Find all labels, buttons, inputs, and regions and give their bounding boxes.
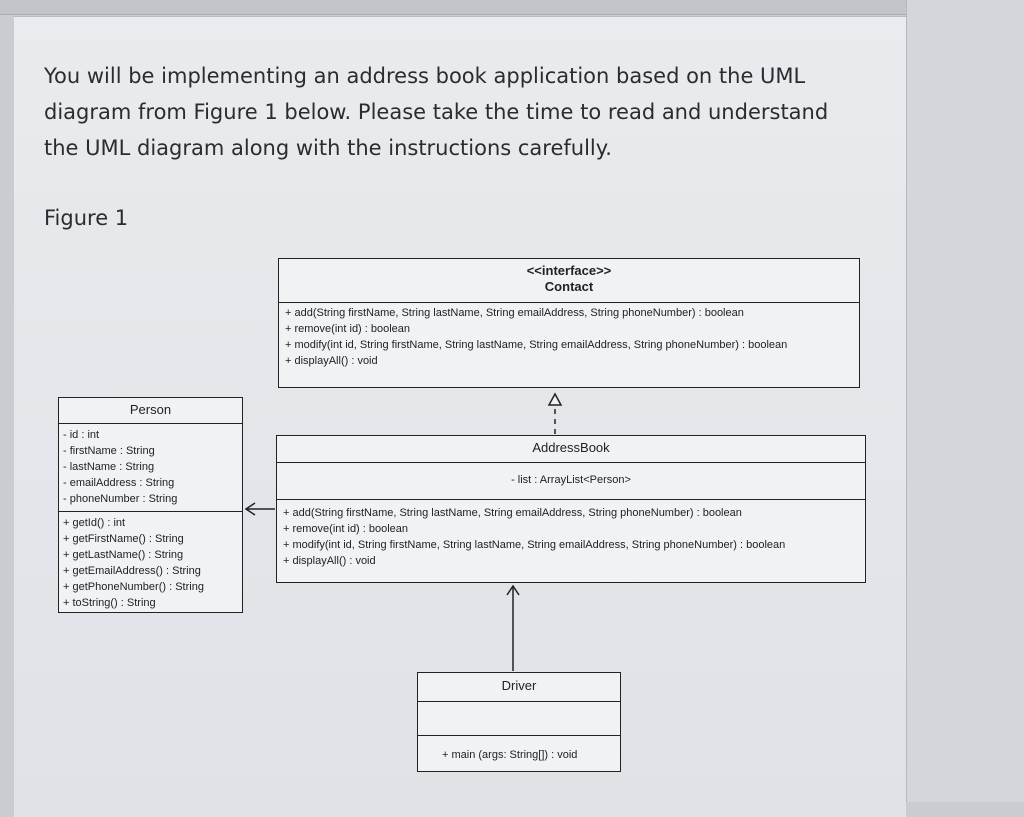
person-operation: + getEmailAddress() : String	[63, 565, 201, 577]
addressbook-attribute: - list : ArrayList<Person>	[511, 474, 631, 486]
addressbook-operations: + add(String firstName, String lastName,…	[277, 499, 865, 574]
contact-header: <<interface>> Contact	[279, 259, 859, 302]
instructions-text: You will be implementing an address book…	[44, 58, 884, 166]
person-attribute: - lastName : String	[63, 461, 155, 473]
driver-operations: + main (args: String[]) : void	[418, 735, 620, 763]
driver-class-box: Driver + main (args: String[]) : void	[417, 672, 621, 772]
contact-operations: + add(String firstName, String lastName,…	[279, 302, 859, 371]
addressbook-operation: + modify(int id, String firstName, Strin…	[283, 539, 786, 551]
addressbook-operation: + add(String firstName, String lastName,…	[283, 507, 742, 519]
person-operation: + getPhoneNumber() : String	[63, 581, 204, 593]
contact-operation: + remove(int id) : boolean	[285, 323, 411, 335]
top-strip	[0, 0, 1024, 15]
person-attributes: - id : int - firstName : String - lastNa…	[59, 423, 242, 511]
contact-operation: + modify(int id, String firstName, Strin…	[285, 339, 788, 351]
person-attribute: - id : int	[63, 429, 100, 441]
instructions-line: the UML diagram along with the instructi…	[44, 136, 612, 160]
contact-operation: + displayAll() : void	[285, 355, 378, 367]
addressbook-class-box: AddressBook - list : ArrayList<Person> +…	[276, 435, 866, 583]
addressbook-attributes: - list : ArrayList<Person>	[277, 462, 865, 499]
driver-attributes	[418, 701, 620, 735]
contact-name: Contact	[544, 279, 594, 294]
person-operation: + getLastName() : String	[63, 549, 184, 561]
person-operation: + getFirstName() : String	[63, 533, 184, 545]
driver-operation: + main (args: String[]) : void	[442, 749, 578, 761]
contact-operation: + add(String firstName, String lastName,…	[285, 307, 744, 319]
figure-label: Figure 1	[44, 206, 129, 230]
driver-name: Driver	[501, 678, 537, 693]
association-arrowhead-icon	[506, 584, 520, 596]
person-operation: + getId() : int	[63, 517, 126, 529]
association-arrowhead-icon	[244, 502, 256, 516]
person-operation: + toString() : String	[63, 597, 156, 609]
contact-interface-box: <<interface>> Contact + add(String first…	[278, 258, 860, 388]
realization-arrowhead-icon	[547, 392, 563, 406]
person-name: Person	[129, 402, 172, 417]
person-class-box: Person - id : int - firstName : String -…	[58, 397, 243, 613]
person-attribute: - phoneNumber : String	[63, 493, 178, 505]
addressbook-operation: + remove(int id) : boolean	[283, 523, 409, 535]
person-attribute: - firstName : String	[63, 445, 155, 457]
contact-stereotype: <<interface>>	[526, 263, 612, 278]
instructions-line: diagram from Figure 1 below. Please take…	[44, 100, 829, 124]
person-operations: + getId() : int + getFirstName() : Strin…	[59, 511, 242, 614]
addressbook-operation: + displayAll() : void	[283, 555, 376, 567]
instructions-line: You will be implementing an address book…	[44, 64, 806, 88]
right-margin	[906, 0, 1024, 802]
person-attribute: - emailAddress : String	[63, 477, 175, 489]
addressbook-name: AddressBook	[532, 440, 610, 455]
